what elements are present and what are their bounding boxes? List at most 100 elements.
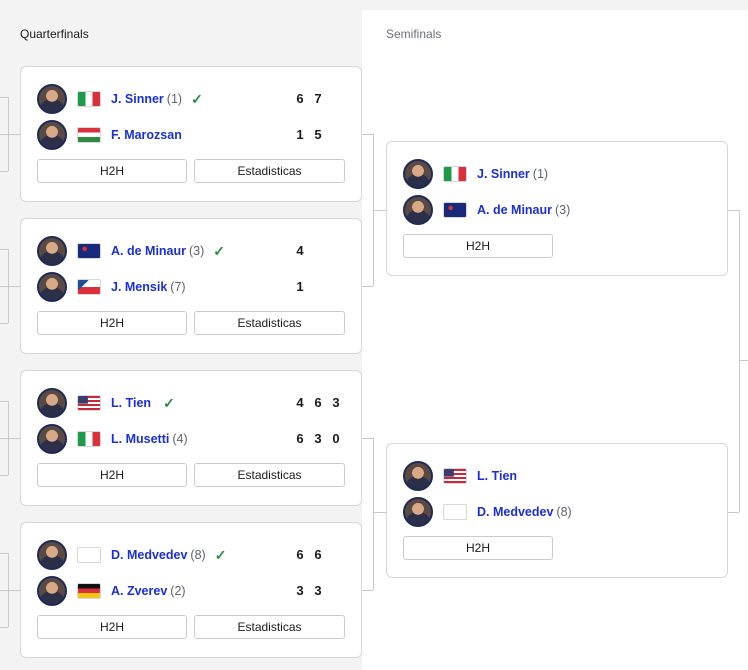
player-row[interactable]: F. Marozsan xyxy=(37,119,185,151)
player-seed: (3) xyxy=(555,203,571,217)
bracket-line xyxy=(361,134,373,135)
h2h-button[interactable]: H2H xyxy=(37,463,187,487)
player-seed: (7) xyxy=(170,280,186,294)
player-name-link[interactable]: D. Medvedev xyxy=(477,505,554,519)
statistics-button[interactable]: Estadisticas xyxy=(194,463,345,487)
player-avatar xyxy=(37,576,67,606)
statistics-button[interactable]: Estadisticas xyxy=(194,615,345,639)
player-row[interactable]: L. Tien ✓ xyxy=(37,387,175,419)
bracket-line xyxy=(727,512,739,513)
italy-flag-icon xyxy=(443,166,467,182)
bracket-line xyxy=(0,401,8,402)
player-name-link[interactable]: F. Marozsan xyxy=(111,128,182,142)
player-row[interactable]: J. Sinner (1) ✓ xyxy=(37,83,203,115)
quarterfinal-match-card[interactable]: J. Sinner (1) ✓ 6 7 F. Marozsan 1 5 H2H … xyxy=(20,66,362,202)
score-row: 4 6 3 xyxy=(291,395,345,410)
quarterfinals-title: Quarterfinals xyxy=(20,27,89,41)
player-row[interactable]: L. Tien xyxy=(403,460,520,492)
h2h-button[interactable]: H2H xyxy=(37,615,187,639)
player-seed: (3) xyxy=(189,244,205,258)
quarterfinal-match-card[interactable]: A. de Minaur (3) ✓ 4 J. Mensik (7) 1 H2H… xyxy=(20,218,362,354)
player-avatar xyxy=(37,120,67,150)
player-name-link[interactable]: A. Zverev xyxy=(111,584,168,598)
player-avatar xyxy=(403,159,433,189)
player-avatar xyxy=(37,272,67,302)
player-seed: (1) xyxy=(166,92,183,106)
bracket-line xyxy=(0,590,20,591)
score-row: 1 xyxy=(291,279,309,294)
bracket-line xyxy=(0,171,8,172)
player-row[interactable]: J. Mensik (7) xyxy=(37,271,186,303)
quarterfinal-match-card[interactable]: L. Tien ✓ 4 6 3 L. Musetti (4) 6 3 0 H2H… xyxy=(20,370,362,506)
player-name-link[interactable]: L. Tien xyxy=(477,469,518,483)
set-score: 3 xyxy=(314,431,322,446)
player-name-link[interactable]: L. Musetti xyxy=(111,432,170,446)
bracket-line xyxy=(0,134,20,135)
player-row[interactable]: A. Zverev (2) xyxy=(37,575,186,607)
bracket-line xyxy=(739,360,748,361)
checkmark-icon: ✓ xyxy=(214,546,227,563)
bracket-line xyxy=(0,627,8,628)
player-name-link[interactable]: A. de Minaur xyxy=(477,203,553,217)
set-score: 6 xyxy=(314,547,322,562)
player-avatar xyxy=(37,540,67,570)
set-score: 6 xyxy=(296,431,304,446)
set-score: 6 xyxy=(296,91,304,106)
player-avatar xyxy=(403,461,433,491)
australia-flag-icon xyxy=(77,243,101,259)
bracket-line xyxy=(373,512,387,513)
bracket-line xyxy=(739,210,740,512)
player-avatar xyxy=(37,236,67,266)
quarterfinal-match-card[interactable]: D. Medvedev (8) ✓ 6 6 A. Zverev (2) 3 3 … xyxy=(20,522,362,658)
h2h-button[interactable]: H2H xyxy=(37,159,187,183)
set-score: 5 xyxy=(314,127,322,142)
player-row[interactable]: L. Musetti (4) xyxy=(37,423,188,455)
statistics-button[interactable]: Estadisticas xyxy=(194,159,345,183)
semifinal-match-card[interactable]: J. Sinner (1) A. de Minaur (3) H2H xyxy=(386,141,728,276)
player-avatar xyxy=(403,497,433,527)
player-row[interactable]: J. Sinner (1) xyxy=(403,158,548,190)
set-score: 3 xyxy=(332,395,340,410)
player-avatar xyxy=(37,84,67,114)
player-row[interactable]: A. de Minaur (3) ✓ xyxy=(37,235,225,267)
italy-flag-icon xyxy=(77,431,101,447)
player-name-link[interactable]: A. de Minaur xyxy=(111,244,187,258)
bracket-line xyxy=(361,286,373,287)
bracket-line xyxy=(0,553,8,554)
player-seed: (8) xyxy=(556,505,572,519)
set-score: 3 xyxy=(314,583,322,598)
h2h-button[interactable]: H2H xyxy=(403,536,553,560)
checkmark-icon: ✓ xyxy=(191,90,203,107)
player-avatar xyxy=(37,424,67,454)
bracket-line xyxy=(373,210,387,211)
player-name-link[interactable]: L. Tien xyxy=(111,396,152,410)
set-score: 0 xyxy=(332,431,340,446)
player-row[interactable]: D. Medvedev (8) ✓ xyxy=(37,539,226,571)
h2h-button[interactable]: H2H xyxy=(37,311,187,335)
player-row[interactable]: A. de Minaur (3) xyxy=(403,194,570,226)
statistics-button[interactable]: Estadisticas xyxy=(194,311,345,335)
h2h-button[interactable]: H2H xyxy=(403,234,553,258)
blank-flag-icon xyxy=(77,547,101,563)
bracket-line xyxy=(0,249,8,250)
italy-flag-icon xyxy=(77,91,101,107)
player-row[interactable]: D. Medvedev (8) xyxy=(403,496,572,528)
semifinals-title: Semifinals xyxy=(386,27,442,41)
bracket-line xyxy=(0,475,8,476)
score-row: 3 3 xyxy=(291,583,327,598)
player-avatar xyxy=(37,388,67,418)
player-name-link[interactable]: D. Medvedev xyxy=(111,548,188,562)
checkmark-icon: ✓ xyxy=(163,394,175,411)
set-score: 3 xyxy=(296,583,304,598)
bracket-line xyxy=(361,438,373,439)
player-name-link[interactable]: J. Sinner xyxy=(111,92,164,106)
semifinal-match-card[interactable]: L. Tien D. Medvedev (8) H2H xyxy=(386,443,728,578)
score-row: 6 3 0 xyxy=(291,431,345,446)
player-name-link[interactable]: J. Mensik xyxy=(111,280,168,294)
player-seed: (1) xyxy=(532,167,549,181)
score-row: 1 5 xyxy=(291,127,327,142)
set-score: 4 xyxy=(296,395,304,410)
hungary-flag-icon xyxy=(77,127,101,143)
player-name-link[interactable]: J. Sinner xyxy=(477,167,530,181)
czechia-flag-icon xyxy=(77,279,101,295)
